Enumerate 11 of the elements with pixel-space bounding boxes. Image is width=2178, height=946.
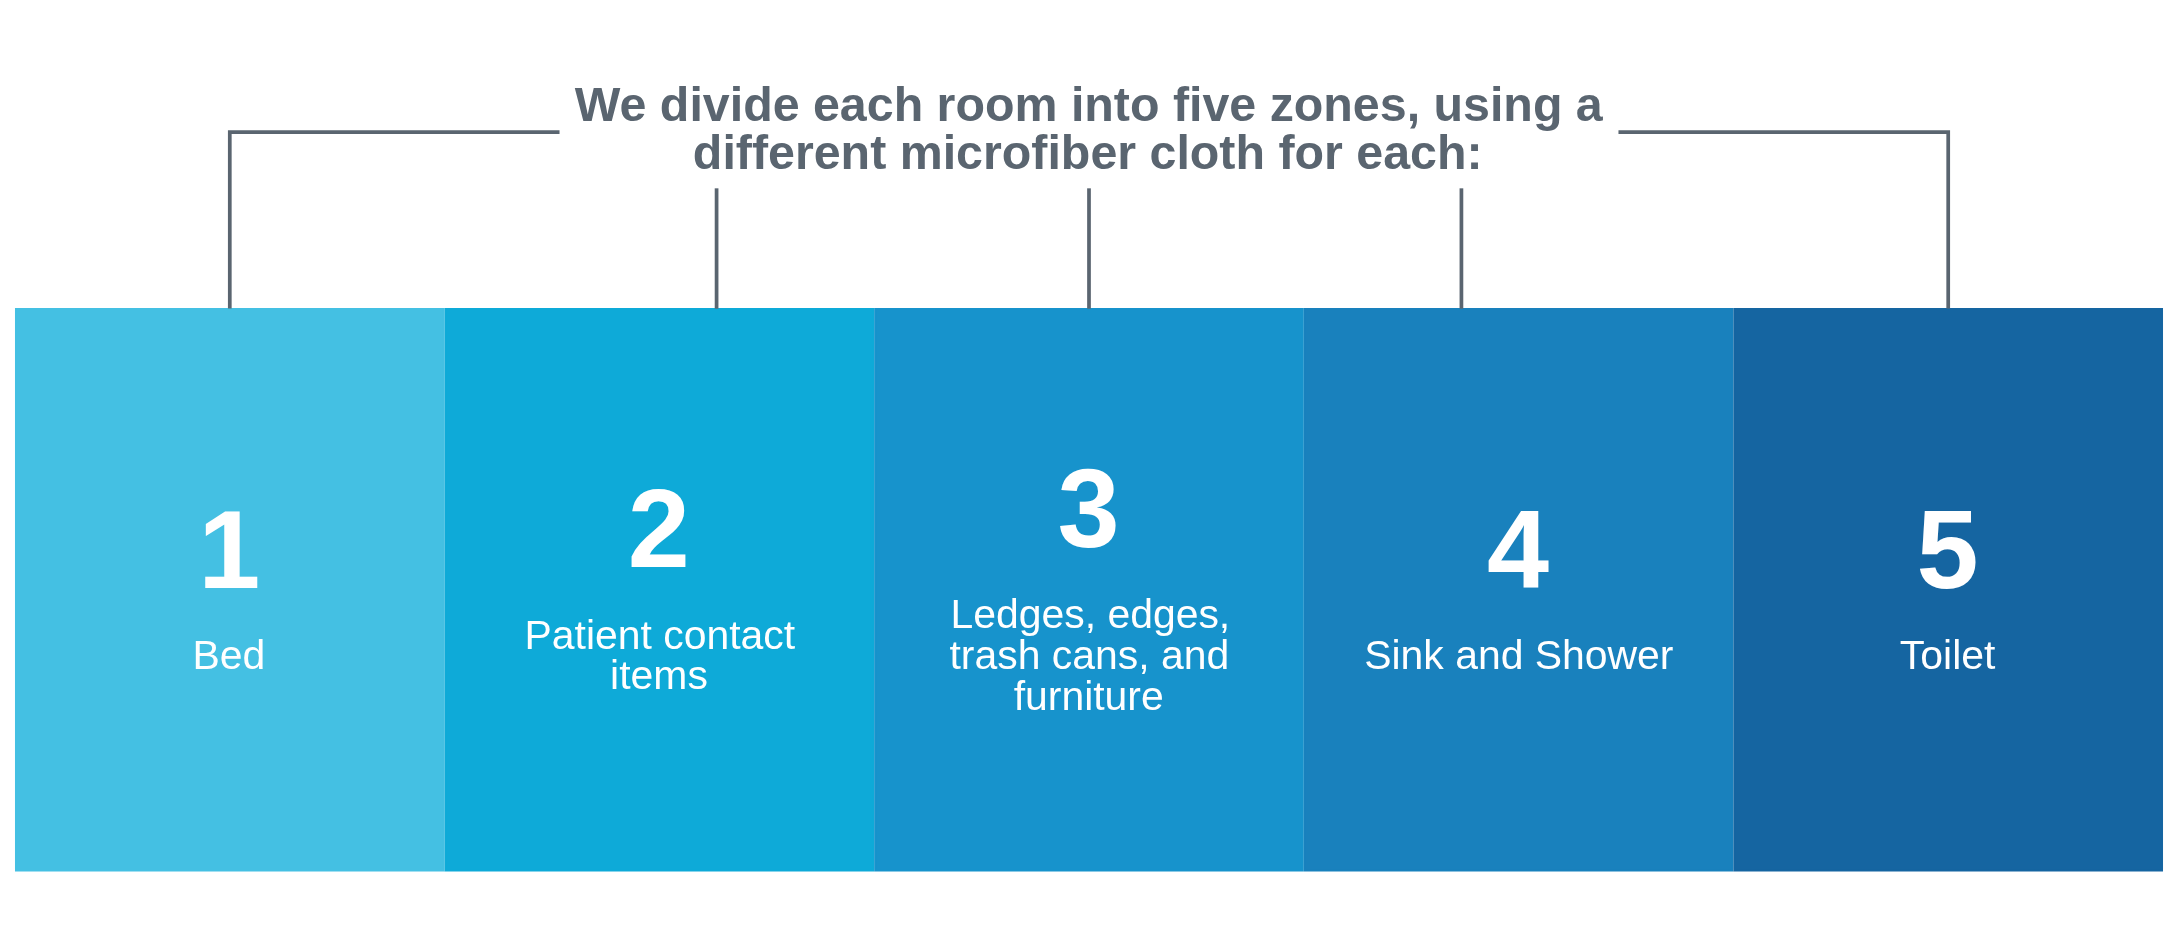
connector	[714, 187, 719, 309]
connector	[1087, 187, 1091, 309]
node-box: 1 Bed	[15, 307, 445, 871]
node-box: 2 Patient contact items	[444, 307, 875, 871]
connector	[227, 129, 560, 308]
connector	[1459, 187, 1464, 309]
node-box: 4 Sink and Shower	[1303, 307, 1734, 871]
node-box: 3 Ledges, edges, trash cans, and furniture	[874, 307, 1304, 871]
connector	[1618, 129, 1951, 308]
node-text: We divide each room into five zones, using a different microfiber cloth for each:	[574, 76, 1603, 179]
node-box: 5 Toilet	[1733, 307, 2163, 871]
